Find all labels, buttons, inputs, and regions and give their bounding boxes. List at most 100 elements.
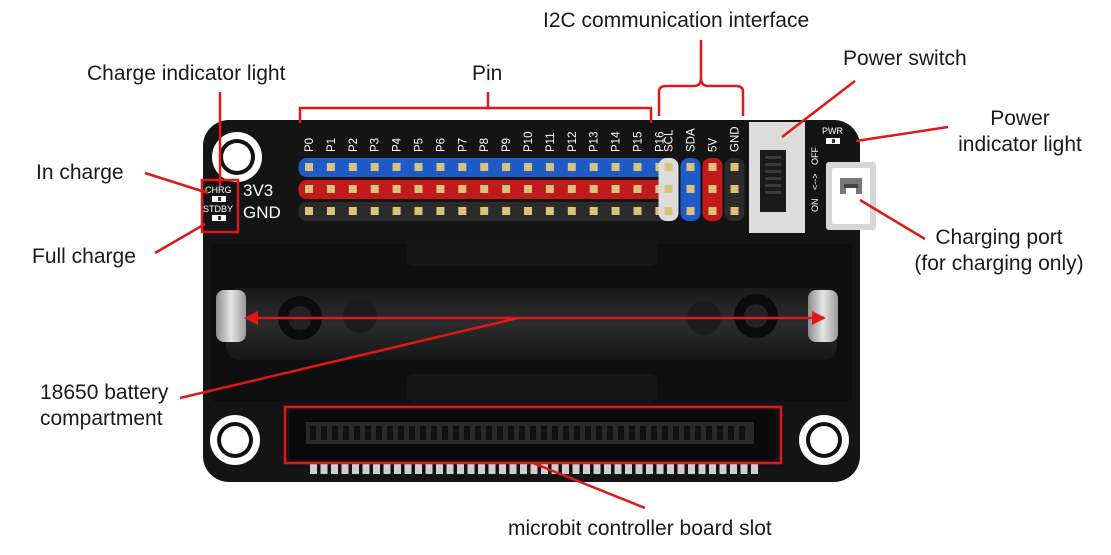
pin-label: P16 [654,132,666,152]
power-indicator-callout-line2: indicator light [958,133,1082,157]
slot-contact [717,426,723,440]
i2c-pin-label: SDA [686,128,698,152]
edge-tooth [593,464,601,474]
pin [480,207,489,215]
power-switch[interactable]: ON OFF <--> [749,122,820,233]
slot-contact [629,426,635,440]
pin [480,163,489,171]
edge-tooth [488,464,496,474]
pin-label: P5 [414,138,426,152]
pin-label: P4 [392,137,404,152]
edge-tooth [383,464,391,474]
pin [370,185,379,193]
edge-tooth [541,464,548,474]
pin-label: P10 [523,132,535,152]
edge-tooth [667,464,674,474]
slot-contact [376,426,382,440]
edge-tooth [583,464,590,474]
edge-tooth [551,464,559,474]
i2c-pin [686,185,695,193]
i2c-pin-label: SCL [664,129,676,152]
pin [633,163,642,171]
edge-tooth [625,464,632,474]
pin [305,207,313,215]
slot-contact [563,426,569,440]
slot-contact [475,426,481,440]
i2c-pin [664,185,673,193]
row-label-3v3: 3V3 [243,181,273,200]
slot-contact [673,426,679,440]
pin-label: P0 [304,138,316,152]
edge-tooth [436,464,443,474]
pin [348,207,357,215]
pin [633,185,642,193]
pin [524,207,532,215]
power-indicator-callout-line1: Power [990,107,1050,130]
edge-tooth [509,464,517,474]
pin-label: P2 [348,138,360,152]
edge-tooth [604,464,611,474]
full-charge-callout: Full charge [32,245,136,268]
pin [611,207,620,215]
pin [305,163,313,171]
pin [545,185,554,193]
i2c-pin [708,163,717,171]
pin [502,185,511,193]
pin [458,207,467,215]
edge-tooth [530,464,538,474]
pin [480,185,489,193]
i2c-pin [730,185,739,193]
slot-contact [596,426,602,440]
i2c-pin [730,207,739,215]
slot-contact [486,426,492,440]
slot-contact [321,426,327,440]
switch-on-label: ON [810,199,820,213]
pin [589,185,598,193]
charge-indicator: CHRG STDBY [203,185,233,221]
edge-tooth [362,464,370,474]
i2c-callout: I2C communication interface [543,9,810,32]
arrow-right-head [812,311,826,325]
slot-contact [541,426,547,440]
slot-contact [310,426,316,440]
pin-callout: Pin [472,62,503,85]
pin-label: P13 [589,132,601,152]
pin [392,207,401,215]
pin-label: P8 [479,138,491,152]
pin [326,163,335,171]
edge-tooth [373,464,380,474]
pin [305,185,313,193]
slot-contact [684,426,690,440]
slot-contact [332,426,338,440]
pin [326,207,335,215]
pin-label: P9 [501,138,513,152]
pin-label: P1 [326,138,338,152]
arrow-left-head [244,311,258,325]
edge-tooth [457,464,464,474]
i2c-pin [708,185,717,193]
slot-contacts [310,426,745,440]
charge-indicator-callout: Charge indicator light [87,62,286,85]
edge-tooth [614,464,622,474]
slot-contact [618,426,624,440]
edge-tooth [415,464,422,474]
edge-tooth [719,464,727,474]
pin-label: P7 [457,138,469,152]
charging-port-leader [859,198,926,241]
pin [458,163,467,171]
charging-port [826,162,876,230]
full-charge-leader [154,222,206,255]
slot-contact [354,426,360,440]
pin-label: P12 [567,132,579,152]
pin [348,163,357,171]
i2c-pin-label: GND [730,126,742,152]
power-indicator-leader [855,125,949,143]
pwr-label: PWR [822,126,843,136]
pin [392,163,401,171]
i2c-pin [708,207,717,215]
edge-tooth [467,464,475,474]
row-label-gnd: GND [243,203,281,222]
charging-port-callout-line1: Charging port [935,226,1063,249]
